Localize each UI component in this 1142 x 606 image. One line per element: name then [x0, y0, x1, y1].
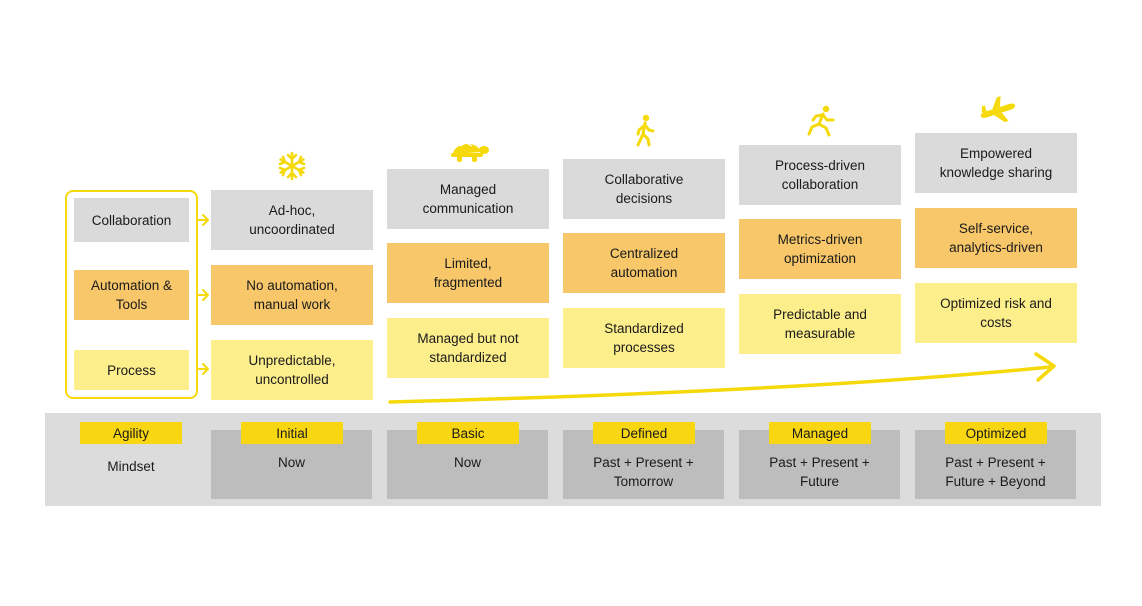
managed-automation: Metrics-driven optimization [739, 219, 901, 279]
category-collaboration: Collaboration [74, 198, 189, 242]
airplane-icon [980, 96, 1016, 123]
progress-arrow-line [388, 365, 1052, 404]
category-process: Process [74, 350, 189, 390]
snowflake-icon [278, 151, 306, 181]
basic-process: Managed but not standardized [387, 318, 549, 378]
initial-process: Unpredictable, uncontrolled [211, 340, 373, 400]
stage-tag-initial: Initial [241, 422, 343, 444]
mindset-label: Mindset [107, 459, 155, 474]
managed-collaboration: Process-driven collaboration [739, 145, 901, 205]
progress-arrow-head [1034, 352, 1056, 382]
category-automation-tools: Automation & Tools [74, 270, 189, 320]
managed-process: Predictable and measurable [739, 294, 901, 354]
category-frame [65, 190, 198, 399]
basic-automation: Limited, fragmented [387, 243, 549, 303]
running-person-icon [807, 105, 835, 137]
optimized-automation: Self-service, analytics-driven [915, 208, 1077, 268]
walking-person-icon [636, 114, 655, 147]
initial-automation: No automation, manual work [211, 265, 373, 325]
agility-tag: Agility [80, 422, 182, 444]
stage-tag-basic: Basic [417, 422, 519, 444]
defined-process: Standardized processes [563, 308, 725, 368]
stage-tag-managed: Managed [769, 422, 871, 444]
stage-tag-defined: Defined [593, 422, 695, 444]
defined-automation: Centralized automation [563, 233, 725, 293]
optimized-collaboration: Empowered knowledge sharing [915, 133, 1077, 193]
stage-tag-optimized: Optimized [945, 422, 1047, 444]
optimized-process: Optimized risk and costs [915, 283, 1077, 343]
basic-collaboration: Managed communication [387, 169, 549, 229]
turtle-icon [451, 142, 489, 162]
defined-collaboration: Collaborative decisions [563, 159, 725, 219]
initial-collaboration: Ad-hoc, uncoordinated [211, 190, 373, 250]
